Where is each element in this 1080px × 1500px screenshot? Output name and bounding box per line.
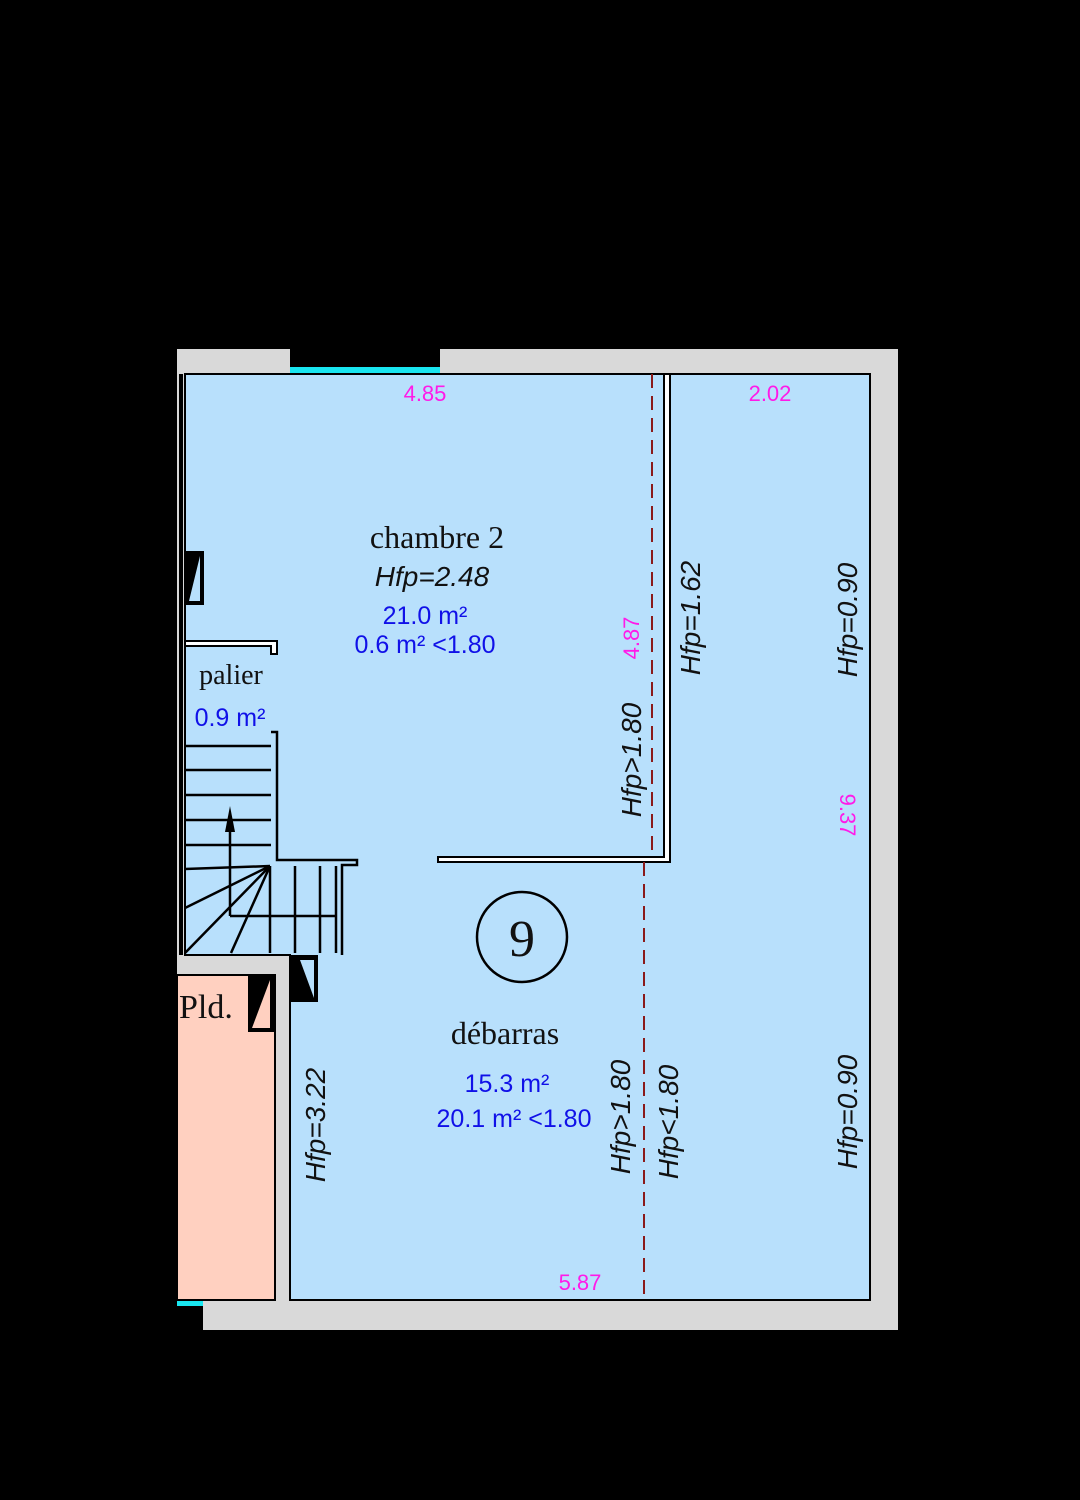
slope-line <box>643 374 653 1300</box>
dimension-vertical-mid: 4.87 <box>619 617 644 660</box>
room-number-circle <box>475 890 569 984</box>
room-number: 9 <box>509 911 535 968</box>
window-bottom-left <box>177 1300 203 1306</box>
room-name-debarras: débarras <box>451 1015 559 1051</box>
walls <box>177 349 898 1330</box>
room-name-palier: palier <box>199 660 263 691</box>
dimension-right-side: 9.37 <box>835 794 860 837</box>
height-label: Hfp>1.80 <box>616 702 647 817</box>
room-area-debarras: 15.3 m² <box>465 1070 550 1098</box>
height-label: Hfp=3.22 <box>300 1067 331 1182</box>
height-label: Hfp=0.90 <box>832 562 863 677</box>
height-label: Hfp<1.80 <box>653 1064 684 1179</box>
door-icon <box>185 551 318 1032</box>
floor-area <box>184 373 871 1301</box>
stair-direction-arrow-icon <box>225 806 235 832</box>
dimension-bottom: 5.87 <box>559 1270 602 1295</box>
height-label: Hfp>1.80 <box>605 1059 636 1174</box>
room-low-area-debarras: 20.1 m² <1.80 <box>437 1105 592 1133</box>
height-label: Hfp=0.90 <box>832 1054 863 1169</box>
room-hfp-chambre: Hfp=2.48 <box>375 561 490 592</box>
room-low-area-chambre: 0.6 m² <1.80 <box>354 631 495 659</box>
staircase <box>184 730 359 955</box>
room-name-chambre: chambre 2 <box>370 519 504 555</box>
room-area-chambre: 21.0 m² <box>383 602 468 630</box>
interior-wall <box>184 373 671 863</box>
height-label: Hfp=1.62 <box>675 560 706 675</box>
window <box>290 367 440 374</box>
dimension-top-left: 4.85 <box>404 381 447 406</box>
room-name-pld: Pld. <box>179 989 233 1026</box>
dimension-top-right: 2.02 <box>749 381 792 406</box>
room-area-palier: 0.9 m² <box>195 704 266 732</box>
